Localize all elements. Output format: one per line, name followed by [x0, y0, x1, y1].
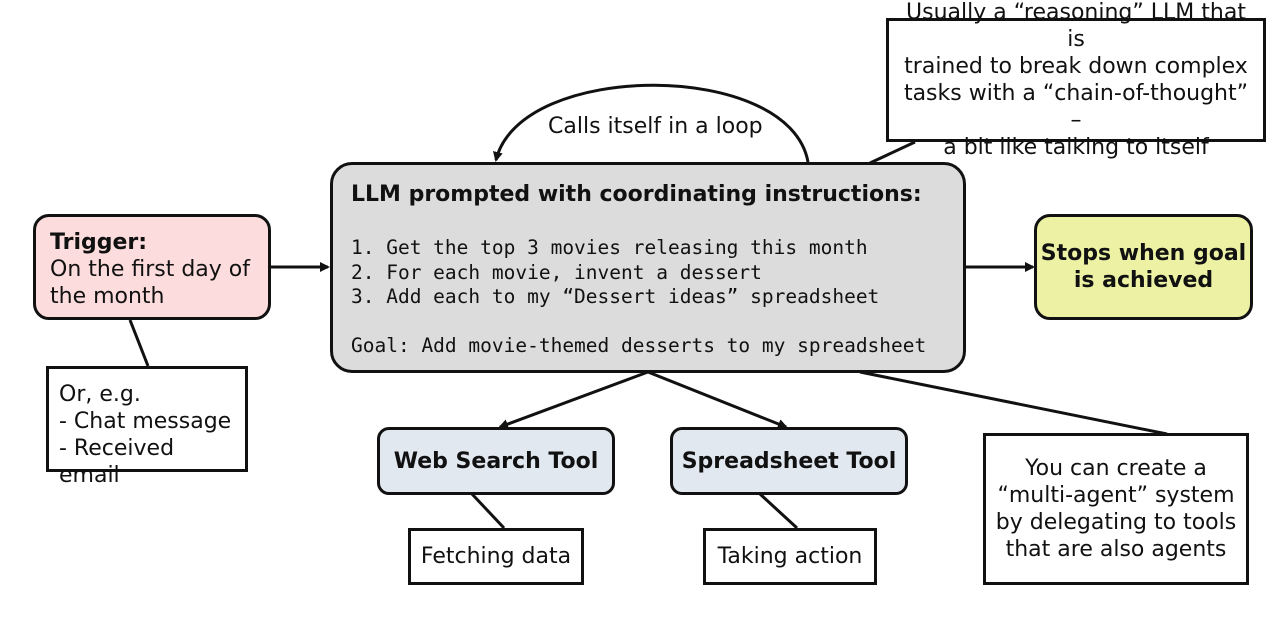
multi-agent-line: “multi-agent” system — [997, 483, 1235, 508]
multi-agent-note: You can create a “multi-agent” system by… — [983, 433, 1249, 585]
reasoning-note: Usually a “reasoning” LLM that is traine… — [886, 0, 1266, 160]
web-search-tool: Web Search Tool — [377, 427, 615, 495]
note-connector — [869, 140, 916, 165]
sheet-caption-connector — [758, 492, 799, 530]
trigger-box: Trigger: On the first day of the month — [33, 214, 271, 320]
llm-step: 1. Get the top 3 movies releasing this m… — [351, 236, 868, 259]
stop-line: Stops when goal — [1040, 241, 1247, 266]
spreadsheet-tool-label: Spreadsheet Tool — [681, 448, 897, 474]
multi-agent-line: You can create a — [1025, 456, 1207, 481]
multi-agent-line: by delegating to tools — [995, 510, 1237, 535]
loop-label: Calls itself in a loop — [548, 114, 763, 139]
web-caption-connector — [470, 492, 506, 530]
reasoning-note-line: trained to break down complex — [904, 54, 1248, 79]
llm-step: 2. For each movie, invent a dessert — [351, 260, 762, 284]
llm-box: LLM prompted with coordinating instructi… — [330, 162, 966, 373]
llm-step: 3. Add each to my “Dessert ideas” spread… — [351, 285, 880, 308]
stop-line: is achieved — [1073, 268, 1214, 293]
alternatives-line: Or, e.g. — [59, 382, 141, 407]
alternatives-line: - Received email — [59, 436, 175, 488]
web-search-tool-label: Web Search Tool — [393, 448, 599, 474]
trigger-line: On the first day of — [50, 257, 250, 282]
multi-agent-line: that are also agents — [1005, 537, 1227, 562]
reasoning-note-line: tasks with a “chain-of-thought” – — [903, 81, 1249, 133]
reasoning-note-line: Usually a “reasoning” LLM that is — [906, 0, 1246, 52]
alt-connector — [128, 319, 150, 367]
sheet-tool-arrow — [647, 370, 788, 429]
multi-agent-connector — [859, 370, 1168, 436]
spreadsheet-caption-text: Taking action — [717, 544, 863, 569]
web-search-caption: Fetching data — [408, 528, 584, 585]
spreadsheet-tool: Spreadsheet Tool — [670, 427, 908, 495]
spreadsheet-caption: Taking action — [703, 528, 877, 585]
trigger-alternatives: Or, e.g. - Chat message - Received email — [46, 366, 248, 488]
stop-box: Stops when goal is achieved — [1034, 214, 1253, 320]
web-search-caption-text: Fetching data — [420, 544, 572, 569]
llm-goal: Goal: Add movie-themed desserts to my sp… — [351, 333, 927, 357]
trigger-title: Trigger: — [50, 230, 148, 255]
reasoning-note-line: a bit like talking to itself — [943, 135, 1209, 160]
loop-arrow — [493, 83, 810, 163]
alternatives-line: - Chat message — [59, 409, 232, 434]
llm-title: LLM prompted with coordinating instructi… — [351, 182, 922, 207]
trigger-line: the month — [50, 284, 165, 309]
web-tool-arrow — [498, 370, 649, 429]
